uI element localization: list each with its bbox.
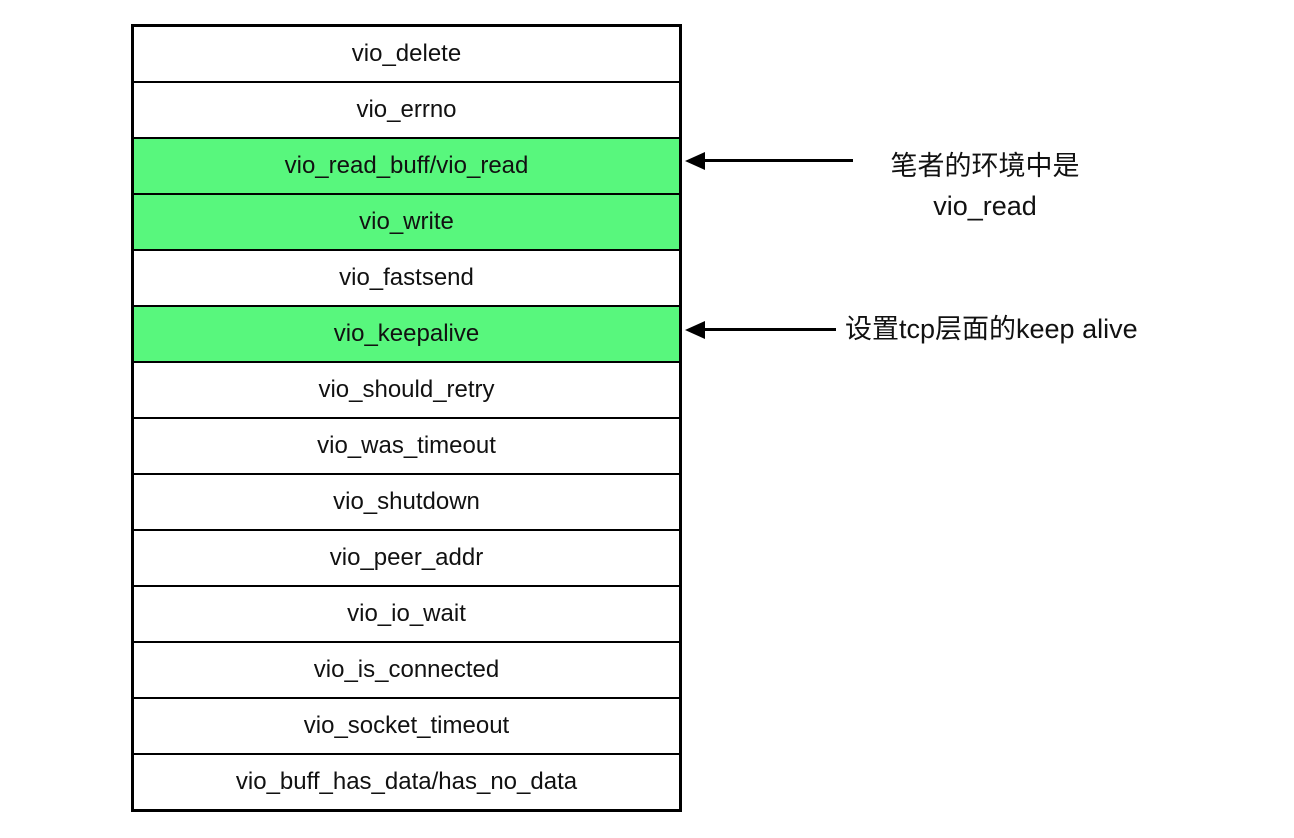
row-label: vio_should_retry bbox=[318, 376, 495, 403]
row-label: vio_buff_has_data/has_no_data bbox=[235, 768, 578, 795]
table-row-vio-read-buff: vio_read_buff/vio_read bbox=[134, 137, 679, 193]
row-label: vio_fastsend bbox=[339, 264, 474, 291]
annotation-line: 设置tcp层面的keep alive bbox=[845, 314, 1138, 344]
row-label: vio_socket_timeout bbox=[303, 712, 510, 739]
vio-function-table: vio_delete vio_errno vio_read_buff/vio_r… bbox=[131, 24, 682, 812]
row-label: vio_is_connected bbox=[313, 656, 500, 683]
table-row-vio-errno: vio_errno bbox=[134, 81, 679, 137]
table-row-vio-should-retry: vio_should_retry bbox=[134, 361, 679, 417]
annotation-line: vio_read bbox=[933, 191, 1037, 221]
arrow-line bbox=[702, 159, 853, 162]
row-label: vio_was_timeout bbox=[317, 432, 496, 459]
table-row-vio-delete: vio_delete bbox=[134, 27, 679, 81]
arrow-left-head-icon bbox=[685, 152, 705, 170]
row-label: vio_io_wait bbox=[347, 600, 466, 627]
row-label: vio_errno bbox=[356, 96, 457, 123]
arrow-left-head-icon bbox=[685, 321, 705, 339]
table-row-vio-is-connected: vio_is_connected bbox=[134, 641, 679, 697]
table-row-vio-fastsend: vio_fastsend bbox=[134, 249, 679, 305]
table-row-vio-keepalive: vio_keepalive bbox=[134, 305, 679, 361]
table-row-vio-shutdown: vio_shutdown bbox=[134, 473, 679, 529]
table-row-vio-peer-addr: vio_peer_addr bbox=[134, 529, 679, 585]
table-row-vio-buff-has-data: vio_buff_has_data/has_no_data bbox=[134, 753, 679, 809]
row-label: vio_peer_addr bbox=[329, 544, 484, 571]
row-label: vio_shutdown bbox=[333, 488, 480, 515]
row-label: vio_keepalive bbox=[333, 320, 480, 347]
table-row-vio-io-wait: vio_io_wait bbox=[134, 585, 679, 641]
annotation-keepalive: 设置tcp层面的keep alive bbox=[845, 312, 1138, 346]
row-label: vio_delete bbox=[351, 40, 462, 67]
annotation-vio-read: 笔者的环境中是 vio_read bbox=[849, 146, 1121, 226]
table-row-vio-socket-timeout: vio_socket_timeout bbox=[134, 697, 679, 753]
table-row-vio-was-timeout: vio_was_timeout bbox=[134, 417, 679, 473]
table-row-vio-write: vio_write bbox=[134, 193, 679, 249]
annotation-line: 笔者的环境中是 bbox=[890, 151, 1080, 181]
row-label: vio_write bbox=[359, 208, 454, 235]
row-label: vio_read_buff/vio_read bbox=[284, 152, 529, 179]
arrow-line bbox=[702, 328, 836, 331]
